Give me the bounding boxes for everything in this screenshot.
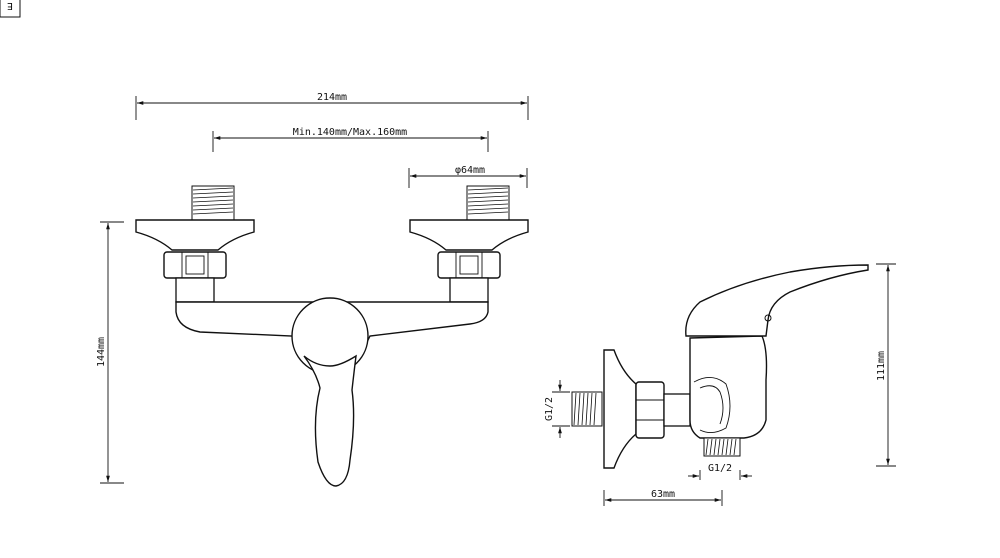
side-hex-nut [635, 381, 665, 439]
right-hex-nut [437, 251, 501, 279]
dimension-side-height: 111mm [876, 263, 896, 467]
dim-label-overall-width: 214mm [317, 92, 347, 103]
dim-label-side-height: 111mm [876, 351, 887, 381]
right-eccentric [449, 277, 489, 303]
dimension-outlet-thread: G1/2 [688, 463, 752, 480]
dim-label-center-distance: Min.140mm/Max.160mm [293, 127, 407, 138]
left-thread [191, 185, 235, 221]
corner-mark-text: E [7, 0, 13, 11]
dimension-center-distance: Min.140mm/Max.160mm [212, 127, 489, 152]
side-flange [603, 349, 637, 469]
dim-label-flange-diameter: φ64mm [455, 165, 485, 176]
right-thread [466, 185, 510, 221]
side-eccentric [663, 393, 691, 427]
side-body-recess [693, 377, 731, 433]
side-inlet-thread [571, 391, 603, 427]
front-view: 214mm Min.140mm/Max.160mm φ64mm 144mm [96, 92, 529, 487]
side-outlet-thread [703, 437, 741, 457]
right-flange [409, 219, 529, 251]
side-body [689, 335, 768, 439]
side-lever [685, 264, 869, 337]
dimension-height: 144mm [96, 221, 124, 484]
dimension-flange-diameter: φ64mm [408, 165, 528, 188]
left-flange [135, 219, 255, 251]
lever-handle [303, 354, 357, 487]
left-hex-nut [163, 251, 227, 279]
left-eccentric [175, 277, 215, 303]
dimension-depth: 63mm [603, 489, 723, 506]
dimension-inlet-thread: G1/2 [544, 380, 570, 438]
dim-label-height: 144mm [96, 337, 107, 367]
dim-label-depth: 63mm [651, 489, 675, 500]
dimension-overall-width: 214mm [135, 92, 529, 120]
corner-mark: E [0, 0, 21, 18]
dim-label-inlet-thread: G1/2 [544, 397, 555, 421]
dim-label-outlet-thread: G1/2 [708, 463, 732, 474]
cartridge-cap [291, 297, 369, 375]
side-view: 111mm G1/2 [544, 263, 896, 506]
